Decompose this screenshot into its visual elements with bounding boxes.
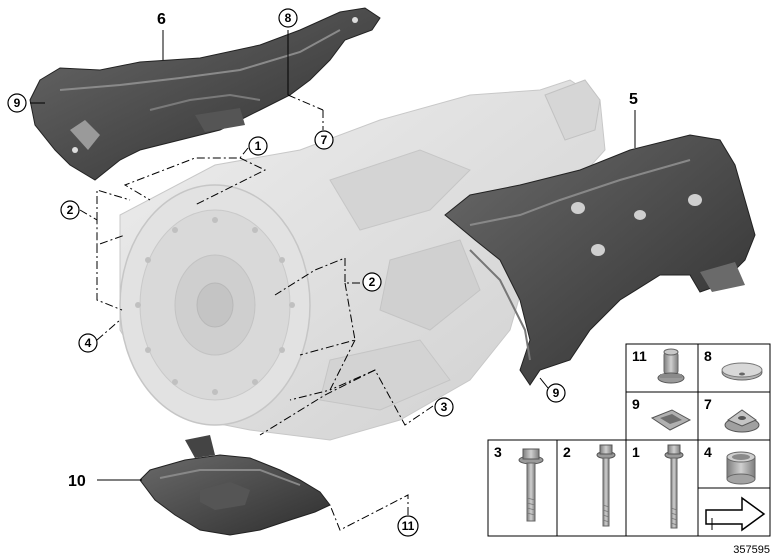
callout-3: 3: [434, 397, 454, 417]
label-part-5: 5: [629, 91, 638, 108]
cell-9-number: 9: [632, 396, 640, 412]
cell-7-number: 7: [704, 396, 712, 412]
svg-text:11: 11: [402, 519, 415, 533]
parts-table: 11 8 9 7 3 2 1 4: [487, 343, 771, 537]
cell-4-number: 4: [704, 444, 712, 460]
cell-3-number: 3: [494, 444, 502, 460]
svg-text:3: 3: [441, 400, 448, 414]
transmission-housing: [119, 79, 606, 441]
part-11-stud-nut-illustration: [657, 348, 685, 384]
callout-9-top: 9: [7, 93, 27, 113]
part-7-speed-nut-illustration: [724, 409, 760, 433]
callout-1: 1: [248, 136, 268, 156]
document-number: 357595: [733, 544, 770, 556]
part-9-clip-illustration: [650, 409, 692, 431]
leader-lines: [30, 30, 636, 531]
svg-text:2: 2: [67, 203, 74, 217]
cell-1-number: 1: [632, 444, 640, 460]
underbody-shield-10: [139, 435, 331, 536]
svg-text:2: 2: [369, 275, 376, 289]
label-part-10: 10: [68, 473, 86, 490]
callout-2-left: 2: [60, 200, 80, 220]
svg-text:1: 1: [255, 139, 262, 153]
callout-4: 4: [78, 333, 98, 353]
heat-shield-6: [29, 7, 381, 181]
svg-text:4: 4: [85, 336, 92, 350]
part-4-sleeve-illustration: [726, 451, 756, 485]
cell-11-number: 11: [632, 348, 647, 364]
part-2-bolt-illustration: [596, 444, 616, 527]
callout-8: 8: [278, 8, 298, 28]
svg-text:7: 7: [321, 133, 328, 147]
part-3-bolt-illustration: [518, 448, 544, 522]
callout-9-right: 9: [546, 383, 566, 403]
svg-text:9: 9: [14, 96, 21, 110]
arrow-symbol-icon: [705, 496, 766, 532]
heat-shield-5: [444, 134, 756, 386]
part-1-bolt-illustration: [664, 444, 684, 529]
callout-2-mid: 2: [362, 272, 382, 292]
svg-text:9: 9: [553, 386, 560, 400]
callout-11: 11: [397, 515, 419, 537]
callout-7: 7: [314, 130, 334, 150]
svg-text:8: 8: [285, 11, 292, 25]
part-8-cap-illustration: [721, 362, 763, 381]
label-part-6: 6: [157, 11, 166, 28]
cell-2-number: 2: [563, 444, 571, 460]
cell-8-number: 8: [704, 348, 712, 364]
